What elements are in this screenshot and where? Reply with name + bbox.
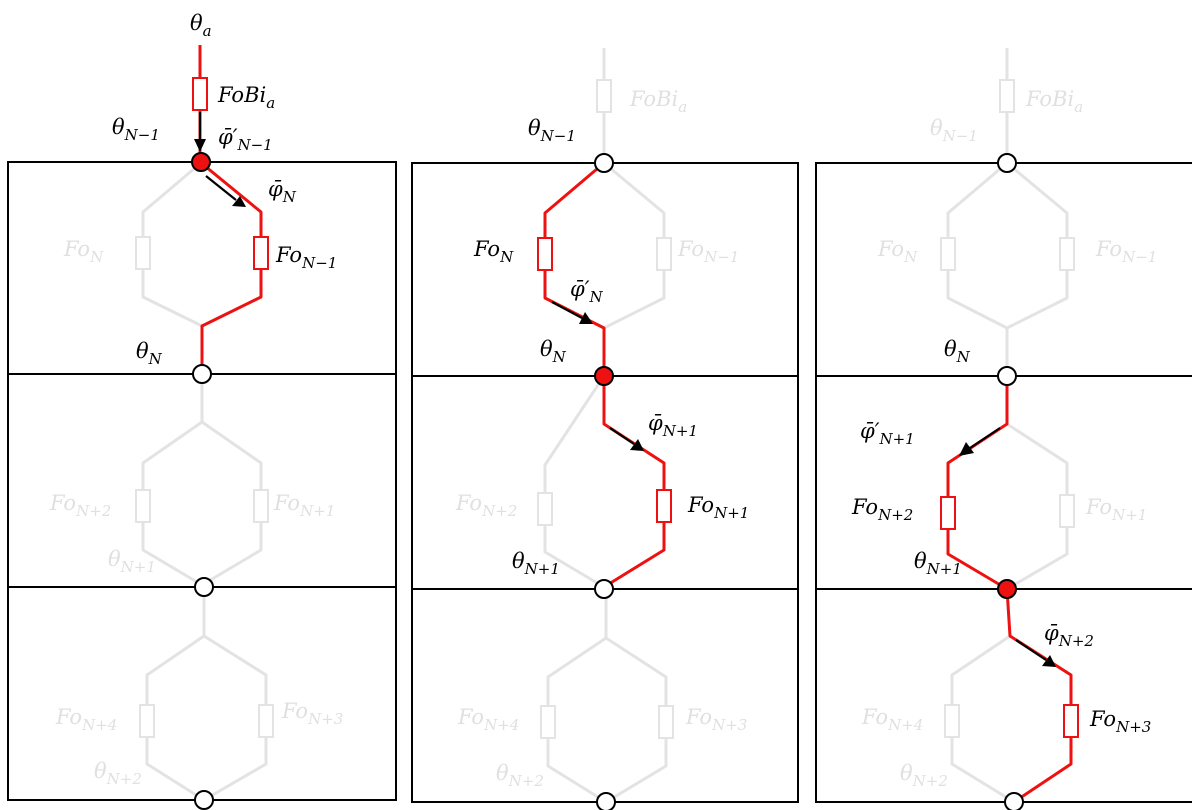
panel-1: θa FoBia θN−1 φ̄′N−1 φ̄N FoN FoN−1 θN Fo… xyxy=(7,11,397,810)
layer-box-bottom xyxy=(7,586,397,801)
arrow-flux-prime-head xyxy=(579,312,593,324)
label-theta-n-plus-1: θN+1 xyxy=(108,547,156,576)
arrow-flux-head xyxy=(1042,655,1056,667)
network-wire-faint xyxy=(141,160,268,802)
label-fo-mid-left: FoN+2 xyxy=(455,491,517,520)
label-theta-n: θN xyxy=(944,337,971,366)
resistor-fo-bot-right xyxy=(658,705,674,739)
label-theta-n-plus-1: θN+1 xyxy=(512,549,560,578)
resistor-fo-bot-right xyxy=(258,704,274,738)
label-theta-n: θN xyxy=(540,337,567,366)
resistor-fobi-a xyxy=(192,77,208,111)
label-fobi-a: FoBia xyxy=(1025,87,1083,116)
label-flux-prime: φ̄′N xyxy=(570,277,603,306)
arrow-flux-prime xyxy=(969,427,1001,449)
label-fo-bot-left: FoN+4 xyxy=(55,705,117,734)
label-fo-mid-left: FoN+2 xyxy=(49,491,111,520)
label-fo-mid-left: FoN+2 xyxy=(851,495,913,524)
label-fobi-a: FoBia xyxy=(217,83,275,112)
label-fo-left: FoN xyxy=(473,237,514,266)
arrow-flux xyxy=(205,175,237,201)
label-fo-right: FoN−1 xyxy=(1095,237,1157,266)
label-theta-n-1: θN−1 xyxy=(930,116,978,145)
label-flux: φ̄N+2 xyxy=(1044,621,1094,650)
label-theta-n-plus-2: θN+2 xyxy=(94,759,142,788)
label-theta-n-plus-1: θN+1 xyxy=(914,549,962,578)
network-wire-faint xyxy=(543,48,668,804)
node-theta-n-1 xyxy=(594,153,614,173)
label-fo-mid-right: FoN+1 xyxy=(687,493,749,522)
resistor-fo-mid-left xyxy=(135,489,151,523)
label-theta-n-1: θN−1 xyxy=(112,115,160,144)
label-fobi-a: FoBia xyxy=(629,87,687,116)
resistor-fo-right xyxy=(253,236,269,270)
node-theta-n xyxy=(997,366,1017,386)
label-fo-bot-left: FoN+4 xyxy=(861,705,923,734)
label-theta-n-1: θN−1 xyxy=(528,116,576,145)
layer-box-middle xyxy=(815,375,1192,590)
resistor-fo-bot-left xyxy=(139,704,155,738)
arrow-flux-head xyxy=(630,439,644,451)
resistor-fobi-a xyxy=(596,79,612,113)
label-theta-n: θN xyxy=(136,339,163,368)
node-theta-n-plus-1 xyxy=(997,579,1017,599)
layer-box-bottom xyxy=(815,588,1192,803)
panel-3: FoBia θN−1 FoN FoN−1 θN φ̄′N+1 FoN+2 FoN… xyxy=(815,48,1192,810)
label-fo-right: FoN−1 xyxy=(275,243,337,272)
label-theta-a: θa xyxy=(190,11,212,40)
label-fo-bot-right: FoN+3 xyxy=(1089,707,1151,736)
node-theta-n-plus-1 xyxy=(594,579,614,599)
panel-2: FoBia θN−1 FoN FoN−1 φ̄′N θN φ̄N+1 FoN+2… xyxy=(411,48,799,810)
label-flux: φ̄N+1 xyxy=(648,411,698,440)
label-fo-mid-right: FoN+1 xyxy=(1085,495,1147,524)
arrow-flux-prime xyxy=(551,301,583,319)
node-theta-n xyxy=(192,364,212,384)
resistor-fo-mid-left xyxy=(940,496,956,530)
label-fo-bot-right: FoN+3 xyxy=(685,705,747,734)
resistor-fo-mid-left xyxy=(537,492,553,526)
label-fo-right: FoN−1 xyxy=(677,237,739,266)
node-theta-n-plus-2 xyxy=(1004,792,1024,810)
label-fo-bot-right: FoN+3 xyxy=(281,699,343,728)
label-flux-prime: φ̄′N+1 xyxy=(860,419,915,448)
resistor-fo-left xyxy=(135,236,151,270)
arrow-flux-prime-head xyxy=(959,442,974,456)
node-theta-n-plus-2 xyxy=(596,792,616,810)
arrow-flux-head xyxy=(232,196,246,207)
label-theta-n-plus-2: θN+2 xyxy=(496,761,544,790)
node-theta-n-plus-1 xyxy=(194,577,214,597)
layer-box-top xyxy=(815,162,1192,377)
label-flux-prime: φ̄′N−1 xyxy=(218,125,273,154)
resistor-fo-left xyxy=(537,237,553,271)
resistor-fo-bot-left xyxy=(944,704,960,738)
node-theta-n xyxy=(594,366,614,386)
label-fo-bot-left: FoN+4 xyxy=(457,705,519,734)
arrow-flux xyxy=(1015,639,1047,661)
resistor-fo-bot-left xyxy=(540,705,556,739)
node-theta-n-1 xyxy=(997,153,1017,173)
resistor-fobi-a xyxy=(999,79,1015,113)
arrow-flux-prime-head xyxy=(194,139,206,152)
arrow-flux xyxy=(609,427,635,445)
label-theta-n-plus-2: θN+2 xyxy=(900,761,948,790)
resistor-fo-right xyxy=(1059,237,1075,271)
resistor-fo-mid-right xyxy=(253,489,269,523)
label-fo-mid-right: FoN+1 xyxy=(273,491,335,520)
label-fo-left: FoN xyxy=(63,237,104,266)
network-wire-faint xyxy=(946,48,1069,804)
label-flux: φ̄N xyxy=(268,177,297,206)
resistor-fo-left xyxy=(940,237,956,271)
resistor-fo-mid-right xyxy=(1059,494,1075,528)
node-theta-n-plus-2 xyxy=(194,790,214,810)
resistor-fo-right xyxy=(656,237,672,271)
resistor-fo-bot-right xyxy=(1063,704,1079,738)
node-theta-n-1 xyxy=(191,152,211,172)
resistor-fo-mid-right xyxy=(656,489,672,523)
label-fo-left: FoN xyxy=(877,237,918,266)
